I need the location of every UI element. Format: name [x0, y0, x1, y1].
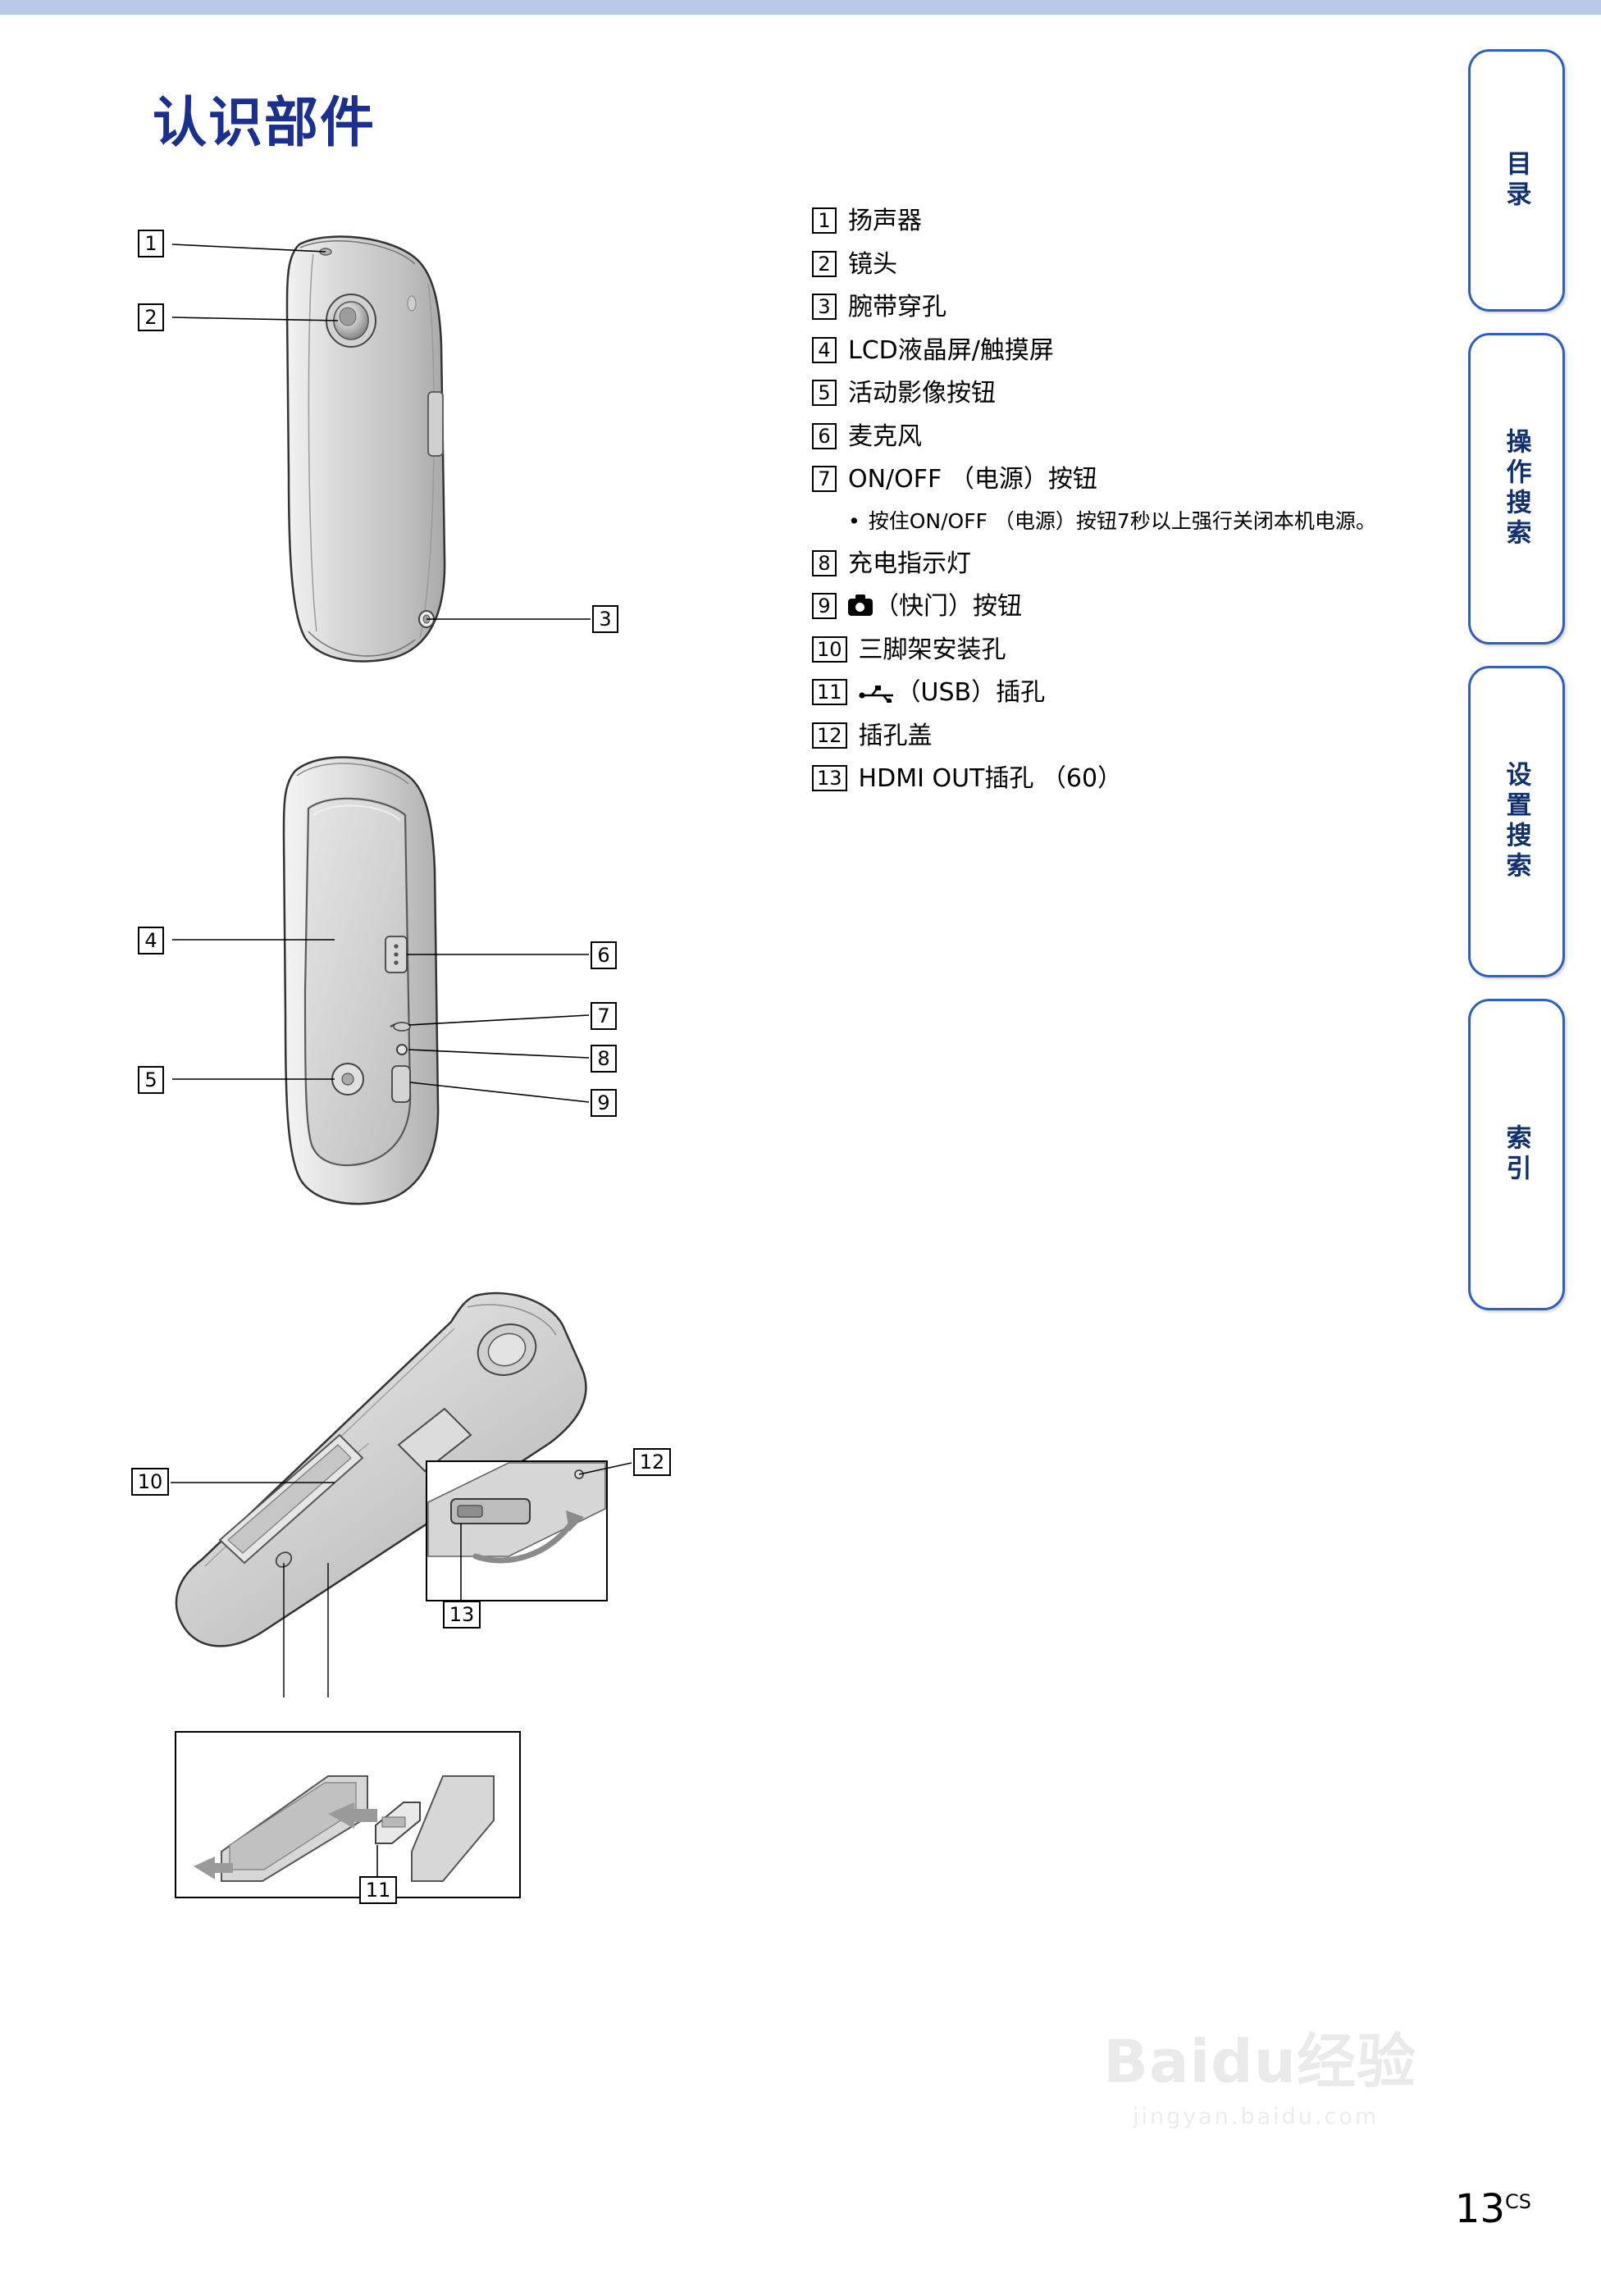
callout-9: 9 [591, 1089, 617, 1117]
legend-number-7: 7 [812, 466, 837, 492]
legend-number-5: 5 [812, 380, 837, 406]
legend-item-1: 1 扬声器 [812, 205, 1435, 237]
jack-cover [397, 1407, 472, 1473]
legend-number-11: 11 [812, 679, 847, 706]
parts-legend-list: 1 扬声器 2 镜头 3 腕带穿孔 4 LCD液晶屏/触摸屏 5 活动影像按钮 … [812, 205, 1435, 806]
legend-number-13: 13 [812, 765, 847, 792]
side-tab-settings-search-label: 设置搜索 [1501, 761, 1531, 882]
lcd-touch-screen [303, 797, 412, 1167]
leader-line-7 [408, 1014, 590, 1026]
tripod-socket [275, 1551, 293, 1568]
camera-icon [848, 594, 873, 617]
legend-number-1: 1 [812, 207, 837, 234]
side-tab-index-label: 索引 [1501, 1124, 1531, 1185]
figure-camera-bottom-view: 10 12 13 [123, 1271, 796, 1730]
watermark-main: Baidu经验 [1103, 2027, 1416, 2096]
side-tab-operation-search[interactable]: 操作搜索 [1468, 333, 1565, 645]
legend-number-8: 8 [812, 549, 837, 576]
legend-item-4: 4 LCD液晶屏/触摸屏 [812, 335, 1435, 367]
legend-label-5: 活动影像按钮 [848, 379, 996, 408]
legend-item-2: 2 镜头 [812, 248, 1435, 280]
legend-number-12: 12 [812, 722, 847, 749]
legend-label-6: 麦克风 [848, 421, 922, 451]
callout-6: 6 [591, 941, 617, 969]
legend-item-6: 6 麦克风 [812, 421, 1435, 453]
usb-icon [858, 685, 896, 704]
legend-label-9-wrap: （快门）按钮 [848, 590, 1022, 622]
side-tab-contents-label: 目录 [1501, 150, 1531, 211]
callout-4: 4 [138, 927, 164, 954]
callout-12: 12 [633, 1448, 671, 1476]
figure-camera-front-view: 4 5 6 7 8 9 [123, 722, 796, 1263]
legend-number-10: 10 [812, 636, 847, 663]
legend-label-3: 腕带穿孔 [848, 293, 946, 321]
legend-label-9: （快门）按钮 [874, 592, 1022, 622]
legend-number-4: 4 [812, 336, 837, 363]
callout-10: 10 [131, 1468, 169, 1496]
side-tab-group: 目录 操作搜索 设置搜索 索引 [1468, 49, 1567, 1332]
callout-1: 1 [138, 230, 164, 257]
callout-5: 5 [138, 1066, 164, 1094]
leader-line-2 [171, 317, 339, 321]
slide-arrow-icon [328, 1802, 377, 1829]
leader-line-8 [408, 1049, 590, 1059]
legend-label-4: LCD液晶屏/触摸屏 [848, 335, 1054, 365]
legend-item-5: 5 活动影像按钮 [812, 377, 1435, 409]
leader-line-9 [409, 1082, 590, 1103]
legend-label-11-wrap: （USB）插孔 [858, 676, 1046, 708]
leader-line-1 [171, 244, 326, 253]
legend-label-2: 镜头 [848, 249, 897, 279]
page-top-rule [0, 0, 1601, 18]
camera-body-outline [285, 235, 446, 663]
callout-2: 2 [138, 303, 164, 331]
bullet-icon: • [848, 508, 860, 533]
figure-camera-rear-view: 1 2 3 [123, 205, 796, 763]
page-number-value: 13 [1454, 2186, 1505, 2232]
legend-label-7: ON/OFF （电源）按钮 [848, 465, 1097, 494]
legend-number-6: 6 [812, 422, 837, 449]
legend-number-2: 2 [812, 250, 837, 277]
watermark-sub: jingyan.baidu.com [1133, 2104, 1380, 2130]
legend-item-11: 11 （USB）插孔 [812, 676, 1435, 708]
leader-line-12 [578, 1462, 632, 1475]
legend-item-8: 8 充电指示灯 [812, 548, 1435, 580]
watermark: Baidu经验 jingyan.baidu.com [1103, 2013, 1530, 2161]
callout-13: 13 [443, 1601, 481, 1629]
page-top-rule-inner [0, 15, 1601, 20]
page-number: 13CS [1455, 2186, 1531, 2232]
callout-7: 7 [591, 1002, 617, 1030]
legend-item-9: 9 （快门）按钮 [812, 590, 1435, 622]
legend-number-9: 9 [812, 593, 837, 620]
shutter-button [391, 1065, 411, 1103]
figure-usb-inset: 11 [172, 1729, 582, 1917]
legend-note-7: • 按住ON/OFF （电源）按钮7秒以上强行关闭本机电源。 [848, 507, 1422, 536]
legend-item-10: 10 三脚架安装孔 [812, 634, 1435, 666]
page-number-suffix: CS [1505, 2190, 1531, 2213]
legend-label-10: 三脚架安装孔 [858, 635, 1006, 664]
open-cover-arrow [472, 1519, 576, 1564]
legend-item-13: 13 HDMI OUT插孔 （60） [812, 763, 1435, 795]
charge-lamp [396, 1044, 408, 1055]
callout-8: 8 [591, 1045, 617, 1073]
legend-label-1: 扬声器 [848, 207, 922, 235]
side-tab-settings-search[interactable]: 设置搜索 [1468, 666, 1565, 977]
legend-note-7-text: 按住ON/OFF （电源）按钮7秒以上强行关闭本机电源。 [868, 508, 1376, 533]
side-slot [427, 391, 444, 457]
legend-label-13: HDMI OUT插孔 （60） [858, 764, 1123, 794]
legend-item-7: 7 ON/OFF （电源）按钮 [812, 463, 1435, 495]
legend-item-12: 12 插孔盖 [812, 720, 1435, 752]
legend-item-3: 3 腕带穿孔 [812, 291, 1435, 323]
legend-label-11: （USB）插孔 [896, 678, 1046, 708]
page-title: 认识部件 [153, 91, 376, 154]
usb-inset-body-right [411, 1775, 495, 1882]
callout-11: 11 [359, 1876, 397, 1904]
legend-label-8: 充电指示灯 [848, 549, 971, 578]
legend-label-12: 插孔盖 [858, 721, 933, 750]
side-tab-operation-search-label: 操作搜索 [1501, 428, 1531, 549]
side-tab-index[interactable]: 索引 [1468, 999, 1565, 1310]
side-tab-contents[interactable]: 目录 [1468, 49, 1565, 312]
legend-number-3: 3 [812, 294, 837, 320]
callout-3: 3 [592, 605, 618, 633]
push-arrow-icon [194, 1856, 233, 1879]
